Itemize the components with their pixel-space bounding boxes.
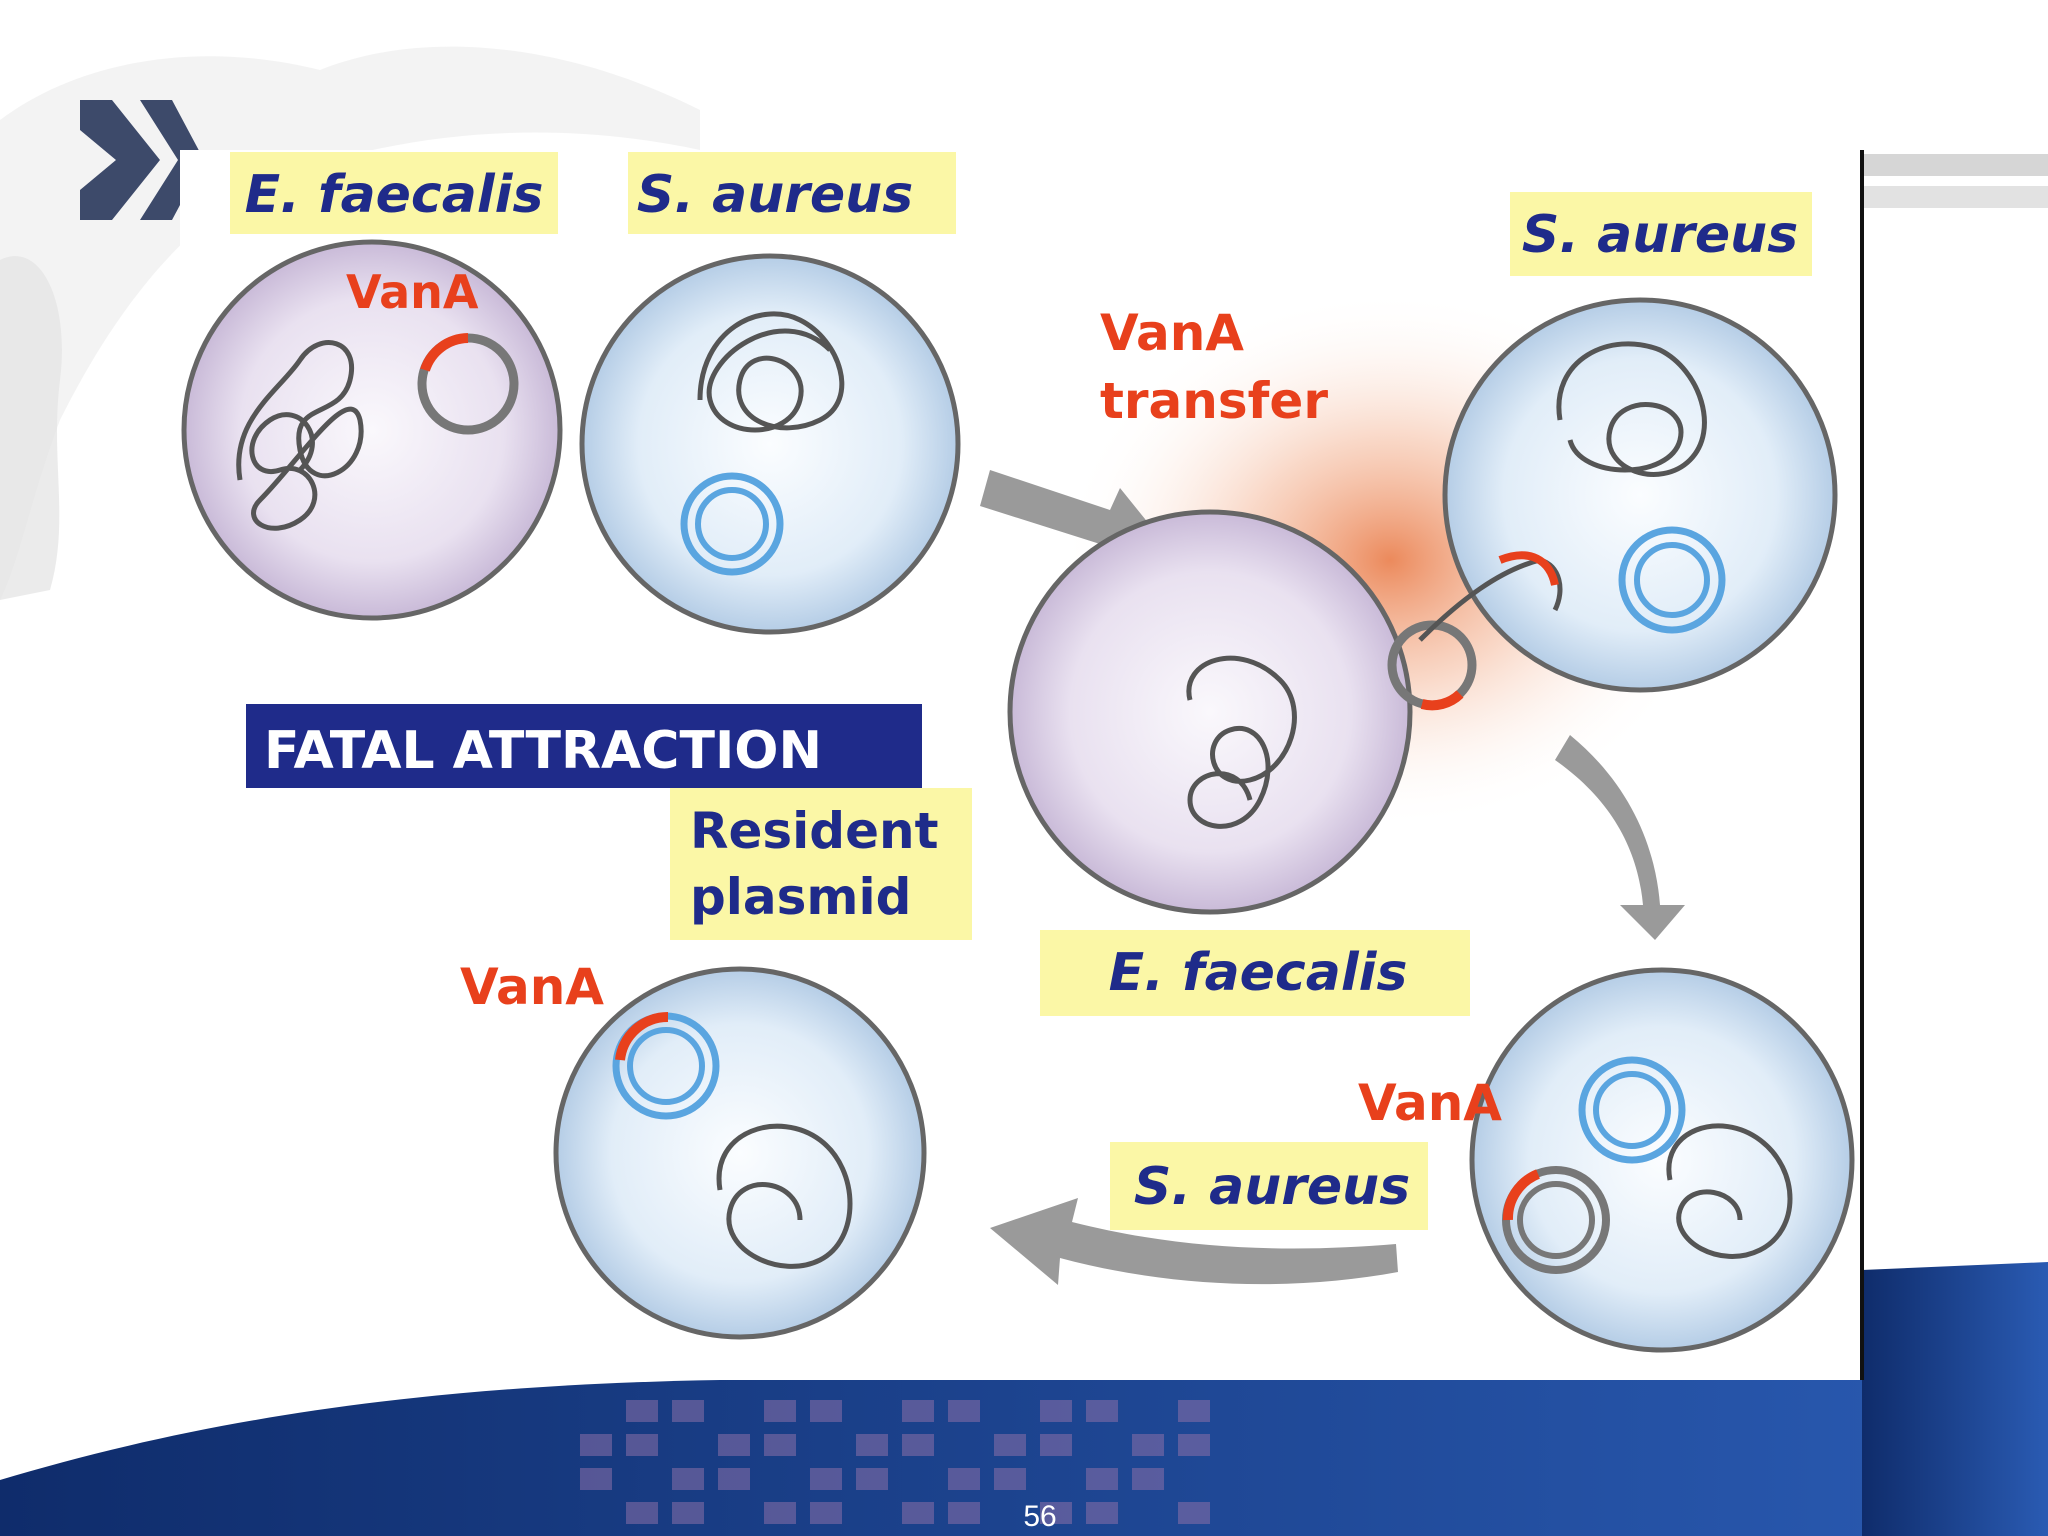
footer-pixel [1178, 1502, 1210, 1524]
chromosome-tangle [1556, 341, 1707, 477]
header-stripe-2 [1862, 186, 2048, 208]
footer-pixel [948, 1502, 980, 1524]
title-banner [246, 704, 922, 788]
cell-e-faecalis-conjugating [1007, 509, 1477, 915]
footer-pixel [1040, 1400, 1072, 1422]
label-box-e-faecalis-1 [230, 152, 558, 234]
resident-plasmid [1578, 1056, 1686, 1164]
footer-pixel [1086, 1502, 1118, 1524]
label-boxes [230, 152, 1812, 1230]
resident-plasmid [1618, 526, 1726, 634]
vana-plasmid-segment [615, 1011, 669, 1061]
vana-plasmid-segment [1502, 1169, 1541, 1221]
world-map-silhouette-2 [0, 256, 62, 600]
chromosome-tangle [697, 311, 845, 433]
label-vana-transfer-line2: transfer [1100, 372, 1328, 430]
label-e-faecalis-2: E. faecalis [1109, 943, 1408, 1003]
label-vana-transfer-line1: VanA [1100, 304, 1244, 362]
label-box-e-faecalis-2 [1040, 930, 1470, 1016]
footer-pixel [1132, 1434, 1164, 1456]
label-resident-line2: plasmid [690, 868, 911, 926]
resident-plasmid [680, 472, 784, 576]
title-banner-text: FATAL ATTRACTION [264, 721, 822, 781]
label-box-resident-plasmid [670, 788, 972, 940]
footer-band [0, 1378, 2048, 1536]
footer-pixel [948, 1468, 980, 1490]
label-s-aureus-1: S. aureus [637, 165, 913, 225]
footer-pixel [764, 1502, 796, 1524]
footer-pixel [1086, 1468, 1118, 1490]
chromosome-tangle [1186, 655, 1297, 829]
diagram-labels: E. faecalis S. aureus S. aureus E. faeca… [245, 165, 1799, 1217]
footer-pixel [948, 1400, 980, 1422]
page-number: 56 [1023, 1500, 1056, 1533]
label-e-faecalis-1: E. faecalis [245, 165, 544, 225]
footer-pixel [626, 1502, 658, 1524]
footer-pixel [580, 1434, 612, 1456]
label-vana-4: VanA [1358, 1074, 1502, 1132]
label-box-s-aureus-1 [628, 152, 956, 234]
footer-pixel-pattern [580, 1400, 1210, 1524]
footer-pixel [672, 1502, 704, 1524]
footer-pixel [1040, 1434, 1072, 1456]
footer-pixel [1040, 1502, 1072, 1524]
footer-pixel [902, 1502, 934, 1524]
footer-pixel [902, 1400, 934, 1422]
footer-pixel [718, 1434, 750, 1456]
footer-pixel [810, 1400, 842, 1422]
arrow-down-right [1555, 735, 1685, 940]
label-vana-1: VanA [346, 265, 479, 319]
footer-pixel [764, 1400, 796, 1422]
footer-pixel [718, 1468, 750, 1490]
label-s-aureus-2: S. aureus [1522, 205, 1798, 265]
arrow-to-final [990, 1198, 1398, 1285]
footer-pixel [1178, 1400, 1210, 1422]
chromosome-tangle [1666, 1123, 1793, 1259]
footer-pixel [1178, 1434, 1210, 1456]
footer-right-band [1862, 1262, 2048, 1536]
label-box-s-aureus-2 [1510, 192, 1812, 276]
footer-pixel [626, 1400, 658, 1422]
cell-e-faecalis-start [181, 239, 563, 621]
cell-s-aureus-start [579, 253, 961, 635]
cell-s-aureus-final [553, 966, 927, 1340]
footer-pixel [902, 1434, 934, 1456]
chromosome-tangle [716, 1123, 853, 1269]
footer-pixel [810, 1468, 842, 1490]
vana-plasmid-segment [1420, 690, 1464, 711]
label-box-s-aureus-3 [1110, 1142, 1428, 1230]
footer-pixel [856, 1434, 888, 1456]
cell-s-aureus-recipient [1418, 297, 1838, 693]
vana-plasmid-segment [420, 333, 469, 372]
cell-s-aureus-recombinant [1469, 967, 1855, 1353]
footer-pixel [580, 1468, 612, 1490]
footer-pixel [810, 1502, 842, 1524]
label-vana-3: VanA [460, 958, 604, 1016]
footer-pixel [994, 1434, 1026, 1456]
footer-pixel [1132, 1468, 1164, 1490]
footer-pixel [672, 1400, 704, 1422]
label-s-aureus-3: S. aureus [1134, 1157, 1410, 1217]
header-stripe-1 [1862, 154, 2048, 176]
footer-pixel [994, 1468, 1026, 1490]
label-resident-line1: Resident [690, 802, 939, 860]
footer-pixel [672, 1468, 704, 1490]
footer-pixel [764, 1434, 796, 1456]
footer-pixel [856, 1468, 888, 1490]
footer-pixel [626, 1434, 658, 1456]
footer-pixel [1086, 1400, 1118, 1422]
transferring-strand [1418, 557, 1563, 642]
vana-strand-segment [1498, 551, 1559, 586]
chromosome-tangle [236, 340, 364, 531]
